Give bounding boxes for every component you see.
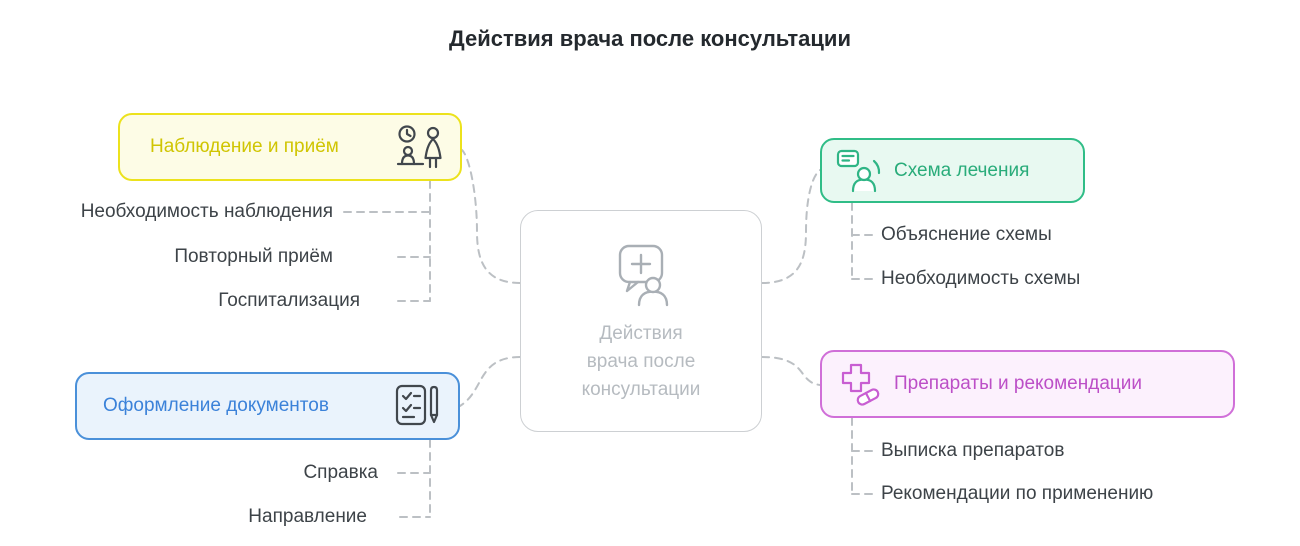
center-line-2: врача после bbox=[586, 351, 696, 372]
connector-center-treatment bbox=[761, 169, 821, 284]
sub-item-medications-0: Выписка препаратов bbox=[881, 440, 1065, 461]
clock-reception-person-icon bbox=[396, 125, 442, 169]
connector-center-observation bbox=[461, 149, 521, 284]
chat-medical-person-icon bbox=[618, 244, 669, 307]
checklist-document-pen-icon bbox=[395, 384, 439, 426]
card-person-cycle-icon bbox=[836, 149, 881, 192]
branch-observation: Наблюдение и приём bbox=[118, 113, 462, 181]
sub-item-medications-1: Рекомендации по применению bbox=[881, 483, 1154, 504]
diagram-title: Действия врача после консультации bbox=[449, 26, 851, 51]
connector-center-documents bbox=[459, 356, 521, 407]
branch-documents-label: Оформление документов bbox=[103, 395, 329, 416]
branch-documents: Оформление документов bbox=[75, 372, 460, 440]
sub-item-documents-1: Направление bbox=[248, 506, 367, 527]
branch-observation-label: Наблюдение и приём bbox=[150, 136, 339, 157]
sub-item-observation-2: Госпитализация bbox=[218, 290, 360, 311]
branch-medications: Препараты и рекомендации bbox=[820, 350, 1235, 418]
sub-item-documents-0: Справка bbox=[303, 462, 378, 483]
center-node: Действия врача после консультации bbox=[520, 210, 762, 432]
sub-item-treatment-0: Объяснение схемы bbox=[881, 224, 1052, 245]
sub-item-treatment-1: Необходимость схемы bbox=[881, 268, 1081, 289]
branch-treatment: Схема лечения bbox=[820, 138, 1085, 203]
sub-item-observation-1: Повторный приём bbox=[174, 246, 333, 267]
center-line-3: консультации bbox=[581, 379, 701, 400]
connector-center-medications bbox=[761, 356, 821, 386]
branch-treatment-label: Схема лечения bbox=[894, 159, 1030, 181]
center-node-label: Действия врача после консультации bbox=[582, 320, 701, 404]
sub-item-observation-0: Необходимость наблюдения bbox=[80, 201, 333, 222]
medical-cross-pill-icon bbox=[841, 363, 880, 406]
center-line-1: Действия bbox=[599, 323, 683, 344]
branch-medications-label: Препараты и рекомендации bbox=[894, 373, 1143, 394]
